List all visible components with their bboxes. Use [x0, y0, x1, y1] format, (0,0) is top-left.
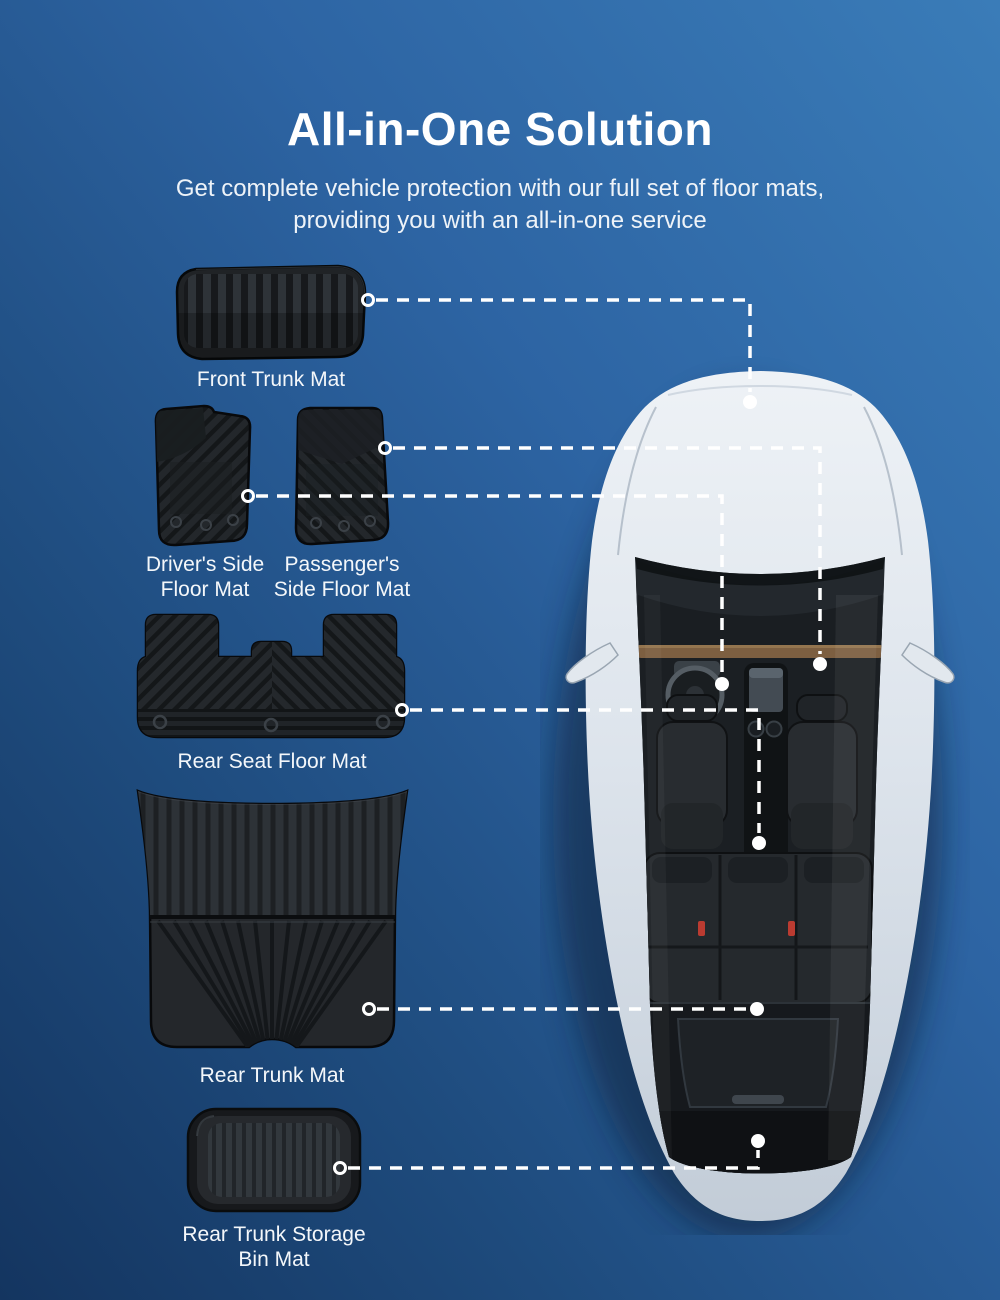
page-subtitle: Get complete vehicle protection with our… [175, 175, 825, 234]
seatbelt-buckle [698, 921, 705, 936]
drivers-side-floor-mat: Driver's Side Floor Mat [146, 402, 264, 601]
touchscreen [749, 668, 783, 712]
cupholder [765, 720, 783, 738]
rear-trunk-mat-label: Rear Trunk Mat [199, 1064, 345, 1087]
cupholder [747, 720, 765, 738]
rear-trunk-storage-bin-mat-label: Rear Trunk Storage Bin Mat [182, 1223, 366, 1271]
car-top-view [553, 371, 955, 1235]
rear-trunk-mat-image [136, 789, 409, 1049]
rear-trunk-storage-bin-mat-image [186, 1107, 362, 1213]
rear-seats [643, 852, 873, 1004]
passengers-side-floor-mat-image [294, 406, 390, 546]
rear-seat-floor-mat-label: Rear Seat Floor Mat [177, 750, 367, 773]
passengers-side-floor-mat: Passenger's Side Floor Mat [274, 402, 410, 601]
drivers-side-floor-mat-image [154, 404, 252, 547]
rear-seat-floor-mat-image [136, 613, 406, 739]
page-title: All-in-One Solution [287, 103, 713, 155]
side-mirror-right [901, 642, 955, 684]
drivers-side-floor-mat-label: Driver's Side Floor Mat [145, 553, 265, 601]
passengers-side-floor-mat-label: Passenger's Side Floor Mat [273, 553, 411, 601]
seatbelt-buckle [788, 921, 795, 936]
rear-seat-floor-mat: Rear Seat Floor Mat [132, 609, 412, 773]
car-interior [636, 560, 884, 1174]
front-trunk-mat-label: Front Trunk Mat [196, 368, 346, 391]
rear-trunk-storage-bin-mat: Rear Trunk Storage Bin Mat [182, 1104, 366, 1271]
front-trunk-mat-image [175, 264, 367, 361]
front-trunk-mat: Front Trunk Mat [170, 261, 372, 391]
rear-trunk-mat: Rear Trunk Mat [130, 781, 414, 1087]
